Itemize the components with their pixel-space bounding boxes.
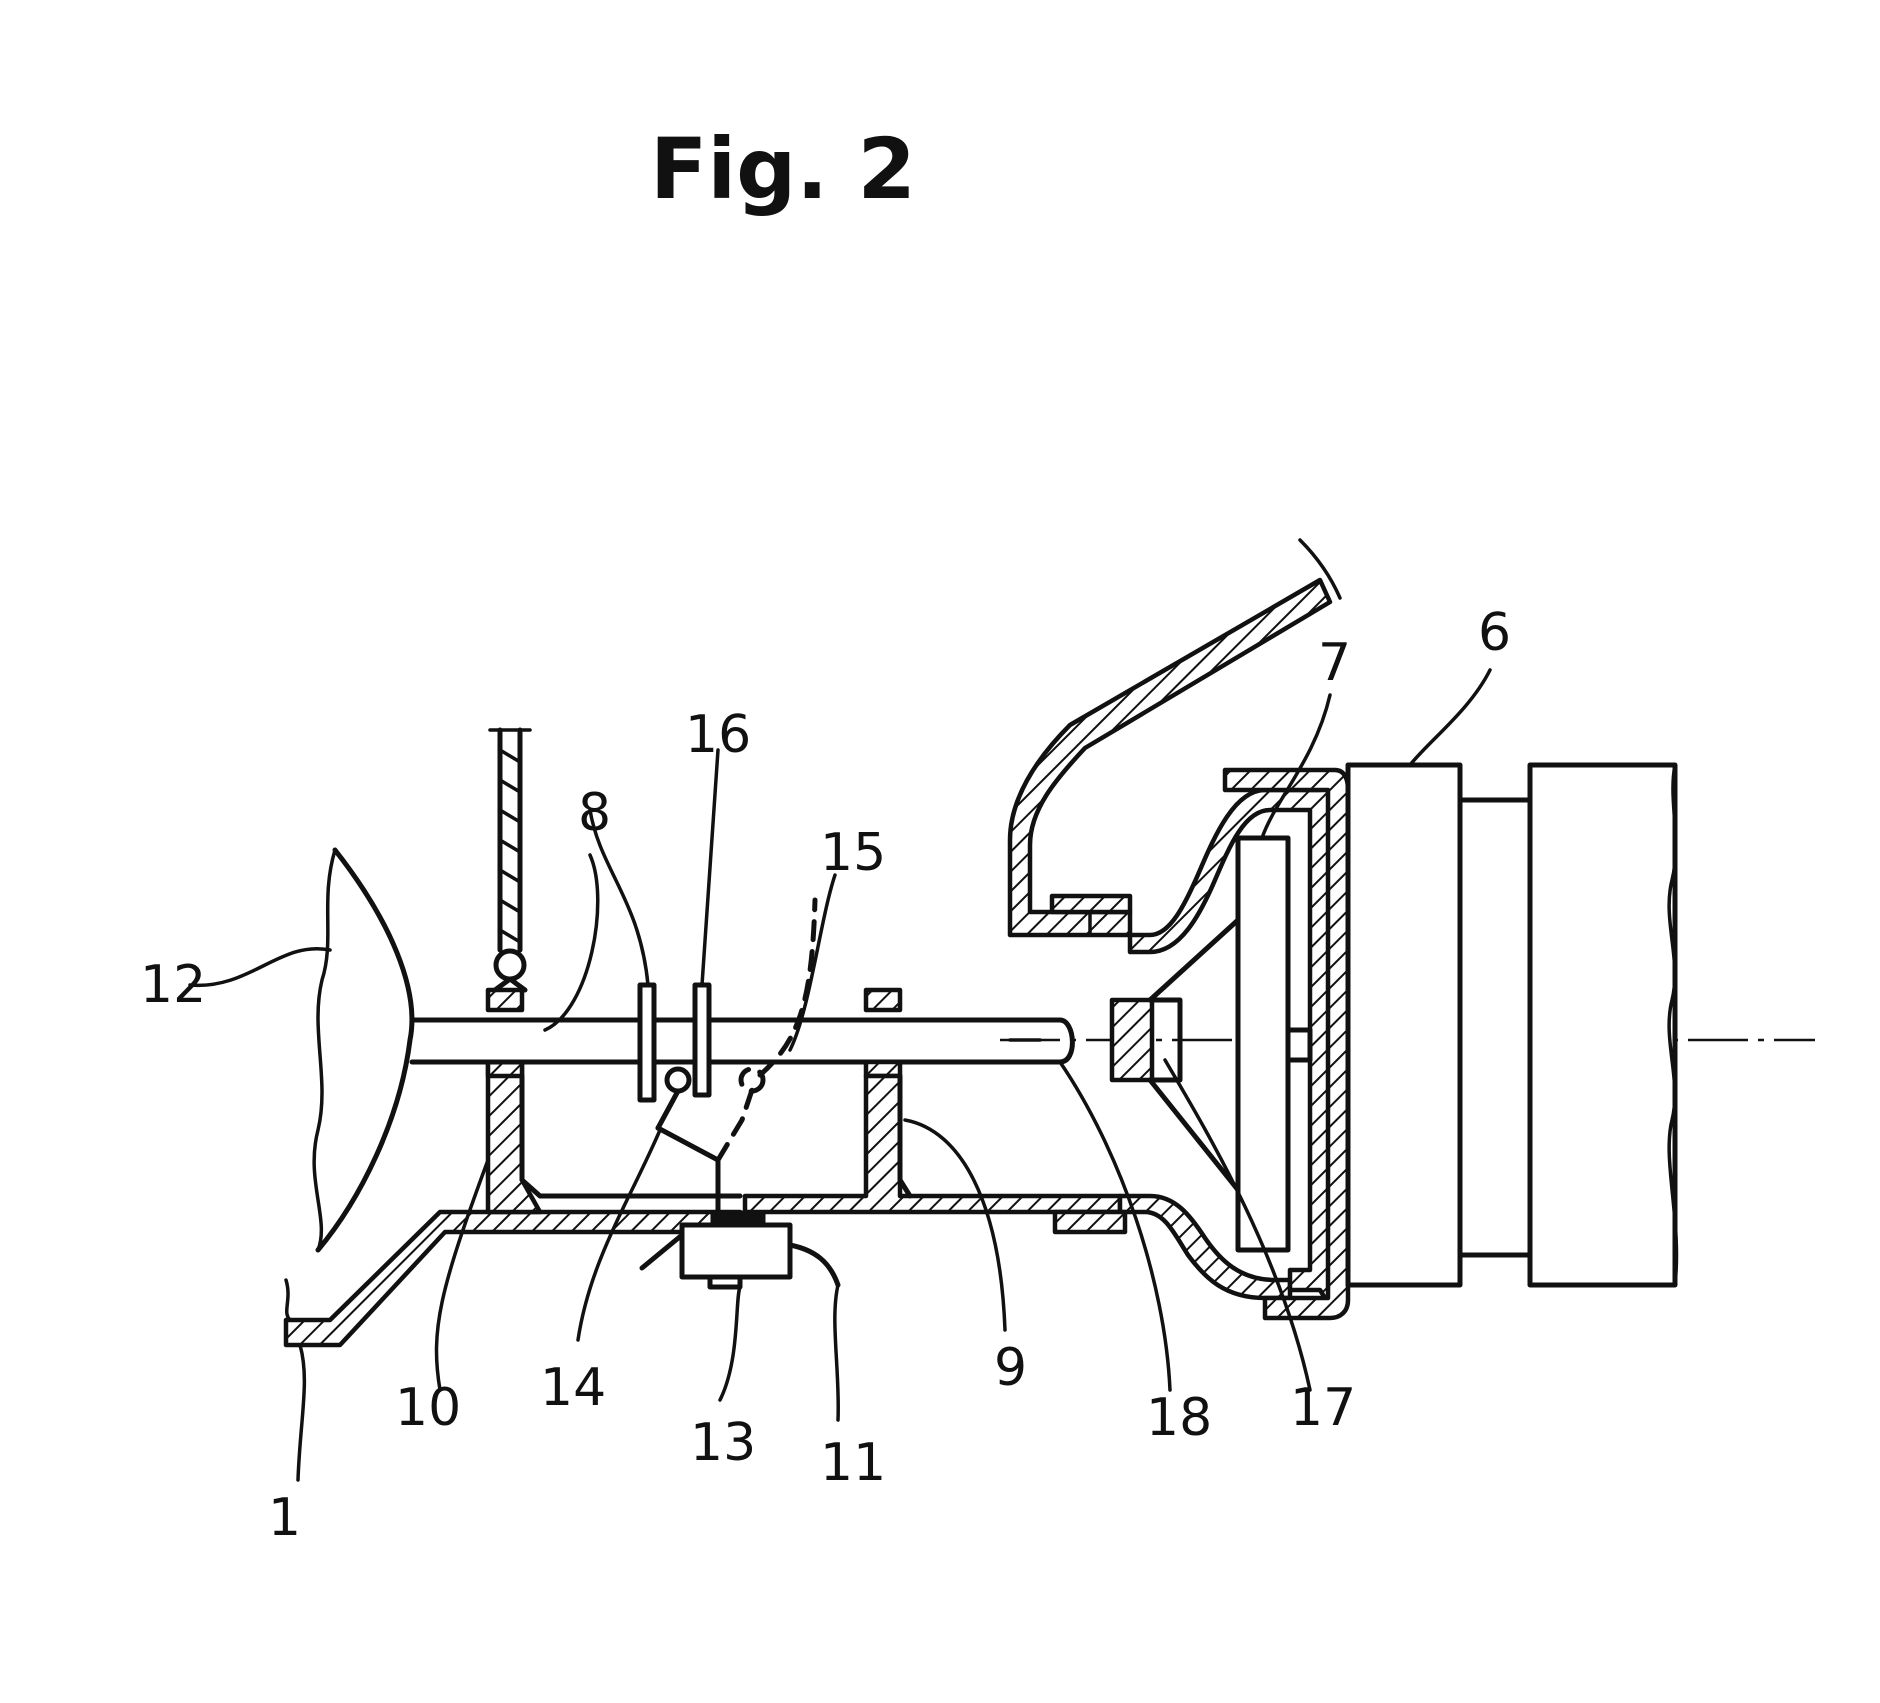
ref-9: 9	[994, 1338, 1027, 1398]
leader-16b	[702, 750, 718, 985]
leader-1	[298, 1345, 304, 1480]
part-15-switch-alternate-position	[718, 900, 815, 1160]
part-13-switch-body	[682, 1212, 790, 1287]
ref-6: 6	[1478, 603, 1511, 663]
leader-12	[190, 949, 330, 986]
part-7-rotor	[1238, 838, 1310, 1250]
leader-11	[835, 1285, 838, 1420]
leader-9	[905, 1120, 1005, 1330]
part-12-suction-cup	[314, 850, 412, 1250]
part-6-motor-block	[1348, 765, 1677, 1285]
ref-8: 8	[578, 783, 611, 843]
leader-8	[545, 855, 598, 1030]
vertical-cable	[490, 730, 530, 990]
leader-14	[578, 1130, 660, 1340]
ref-10: 10	[395, 1378, 461, 1438]
leader-13	[720, 1287, 740, 1400]
ref-11: 11	[820, 1433, 886, 1493]
part-8-shaft	[412, 1020, 1072, 1062]
ref-18: 18	[1146, 1388, 1212, 1448]
figure-title: Fig. 2	[650, 120, 916, 218]
part-1-housing-wall	[286, 1212, 740, 1345]
part-17-bearing	[1112, 920, 1238, 1190]
ref-17: 17	[1290, 1378, 1356, 1438]
ref-14: 14	[540, 1358, 606, 1418]
ref-7: 7	[1318, 633, 1351, 693]
leader-10	[436, 1160, 488, 1390]
ref-13: 13	[690, 1413, 756, 1473]
ref-12: 12	[140, 955, 206, 1015]
ref-16: 16	[685, 705, 751, 765]
leader-6	[1410, 670, 1490, 765]
ref-15: 15	[820, 823, 886, 883]
ref-1: 1	[268, 1488, 301, 1548]
